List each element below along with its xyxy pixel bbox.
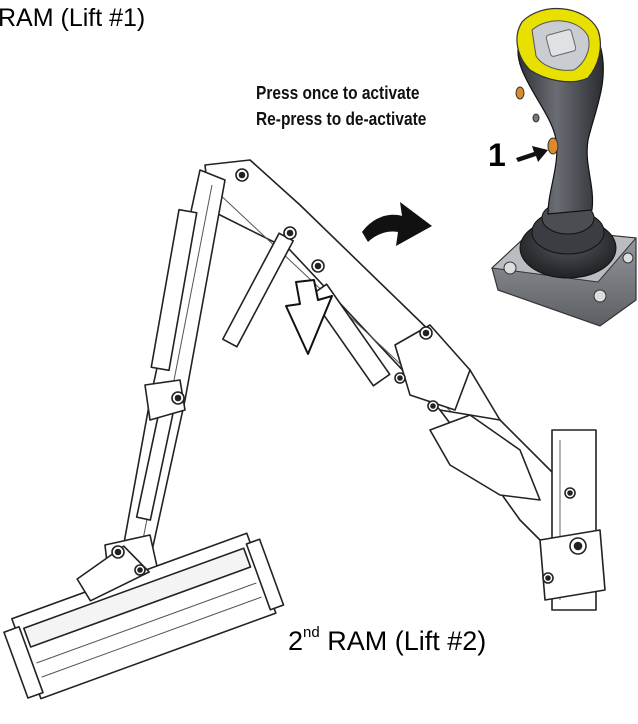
ram-lift-2-text: RAM (Lift #2) [319, 626, 487, 656]
pivot-pins [111, 168, 576, 584]
lift-ram-2 [309, 283, 391, 387]
ram-lift-2-suffix: nd [303, 624, 320, 641]
ram-lift-2-ordinal: 2 [288, 626, 304, 656]
boom-pivot-plate [394, 324, 471, 411]
curved-arrow-right-icon [362, 202, 432, 246]
flail-head [3, 532, 285, 700]
joystick-button-1[interactable] [547, 137, 559, 155]
down-arrow-outline-icon [285, 279, 333, 355]
rear-plate [429, 414, 541, 501]
dipper-arm [119, 169, 226, 566]
instruction-line-activate: Press once to activate [256, 83, 420, 103]
ram-lift-2-label: 2nd RAM (Lift #2) [288, 624, 487, 657]
boom-arm [3, 159, 606, 700]
ram-lift-1-label: RAM (Lift #1) [0, 4, 146, 32]
instruction-text: Press once to activate Re-press to de-ac… [256, 80, 426, 132]
small-arrow-icon [516, 146, 548, 162]
lift-ram-1 [221, 232, 295, 348]
dipper-ram [150, 208, 198, 372]
button-number-label: 1 [488, 137, 506, 173]
instruction-line-deactivate: Re-press to de-activate [256, 109, 427, 129]
joystick-illustration [490, 7, 638, 327]
